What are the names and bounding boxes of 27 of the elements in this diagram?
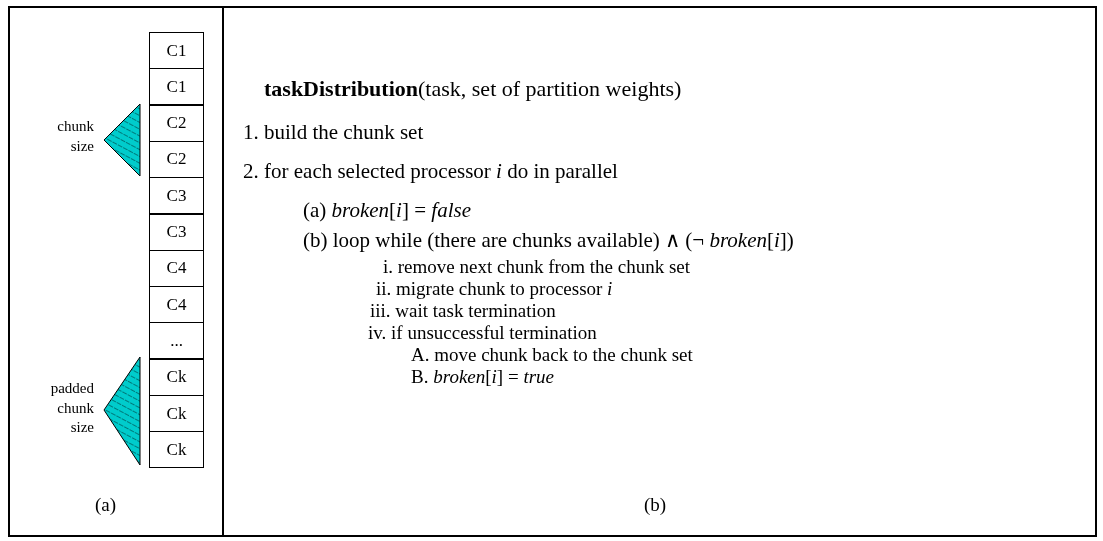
panel-caption: (a)	[95, 494, 117, 516]
algorithm-title: taskDistribution(task, set of partition weights)	[264, 76, 682, 102]
chunk-cell: C3	[149, 177, 204, 215]
chunk-cell: C3	[149, 213, 204, 251]
algorithm-step: 2. for each selected processor i do in parallel	[243, 159, 618, 184]
algorithm-step: i. remove next chunk from the chunk set	[383, 256, 691, 278]
bracket-label: chunk size	[56, 117, 94, 156]
algorithm-step: (b) loop while (there are chunks available) ∧ (¬ broken[i])	[303, 228, 794, 253]
bracket-label: padded chunk size	[49, 379, 94, 437]
chunk-cell: Ck	[149, 358, 204, 396]
chunk-cell: C2	[149, 104, 204, 142]
chunk-cell: Ck	[149, 431, 204, 469]
algorithm-step: (a) broken[i] = false	[303, 198, 471, 223]
chunk-cell: C4	[149, 286, 204, 324]
chunk-cell: C1	[149, 32, 204, 69]
algorithm-step: 1. build the chunk set	[243, 120, 424, 145]
algorithm-step: iv. if unsuccessful termination	[368, 322, 597, 344]
chunk-cell: C4	[149, 249, 204, 287]
algorithm-step: iii. wait task termination	[370, 300, 556, 322]
panel-caption: (b)	[644, 494, 667, 516]
algorithm-step: ii. migrate chunk to processor i	[376, 278, 613, 300]
algorithm-step: A. move chunk back to the chunk set	[411, 344, 693, 366]
chunk-cell: C1	[149, 68, 204, 106]
chunk-cell: Ck	[149, 395, 204, 432]
algorithm-step: B. broken[i] = true	[411, 366, 554, 388]
chunk-cell: C2	[149, 140, 204, 178]
chunk-cell: ...	[149, 322, 204, 360]
